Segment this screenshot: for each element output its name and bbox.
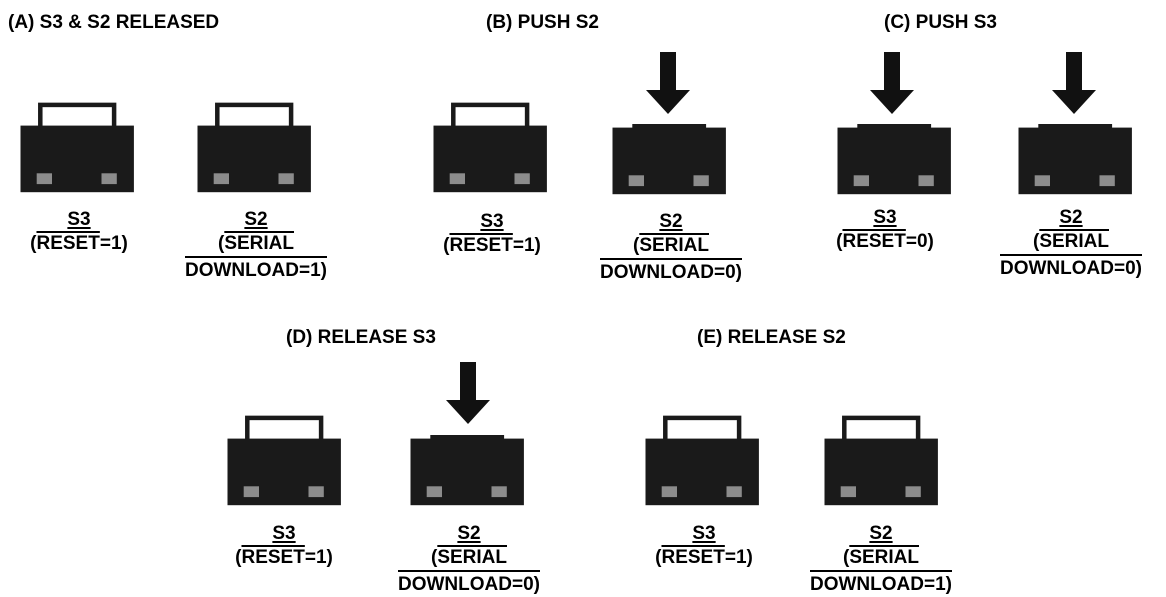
s2-switch-released bbox=[191, 104, 321, 194]
s3-label: S3 bbox=[692, 523, 716, 544]
serial-line: (SERIAL bbox=[842, 547, 919, 568]
pushbutton-released-icon bbox=[191, 104, 321, 194]
s2-switch-pressed bbox=[404, 417, 534, 507]
s2-label: S2 bbox=[244, 209, 268, 230]
pushbutton-pressed-icon bbox=[1018, 124, 1132, 195]
s2-caption: S2 (SERIAL DOWNLOAD=1) bbox=[161, 208, 351, 283]
s2-caption: S2 (SERIAL DOWNLOAD=1) bbox=[786, 522, 976, 597]
panel-e-title: (E) RELEASE S2 bbox=[697, 327, 846, 348]
serial-line: (SERIAL bbox=[1032, 231, 1109, 252]
pushbutton-released-icon bbox=[818, 417, 948, 507]
pushbutton-released-icon bbox=[427, 104, 557, 194]
download-state: DOWNLOAD=0) bbox=[374, 570, 564, 597]
s2-switch-released bbox=[818, 417, 948, 507]
reset-state: (RESET=1) bbox=[235, 547, 333, 568]
s3-label: S3 bbox=[272, 523, 296, 544]
s2-label: S2 bbox=[869, 523, 893, 544]
s2-caption: S2 (SERIAL DOWNLOAD=0) bbox=[976, 206, 1166, 281]
panel-c-title: (C) PUSH S3 bbox=[884, 12, 997, 33]
s3-label: S3 bbox=[873, 207, 897, 228]
download-state: DOWNLOAD=1) bbox=[161, 256, 351, 283]
s3-switch-pressed bbox=[831, 106, 961, 196]
panel-b-title: (B) PUSH S2 bbox=[486, 12, 599, 33]
s2-switch-pressed bbox=[1012, 106, 1142, 196]
serial-line: (SERIAL bbox=[632, 235, 709, 256]
s3-switch-released bbox=[14, 104, 144, 194]
pushbutton-released-icon bbox=[639, 417, 769, 507]
serial-line: (SERIAL bbox=[217, 233, 294, 254]
s3-label: S3 bbox=[67, 209, 91, 230]
reset-state: (RESET=1) bbox=[443, 235, 541, 256]
pushbutton-released-icon bbox=[14, 104, 144, 194]
download-state: DOWNLOAD=1) bbox=[786, 570, 976, 597]
reset-state: (RESET=1) bbox=[655, 547, 753, 568]
panel-d-title: (D) RELEASE S3 bbox=[286, 327, 436, 348]
s3-switch-released bbox=[221, 417, 351, 507]
s3-caption: S3 (RESET=1) bbox=[0, 208, 174, 256]
panel-a-title: (A) S3 & S2 RELEASED bbox=[8, 12, 220, 33]
s2-switch-pressed bbox=[606, 106, 736, 196]
s2-label: S2 bbox=[1059, 207, 1083, 228]
s2-caption: S2 (SERIAL DOWNLOAD=0) bbox=[374, 522, 564, 597]
download-state: DOWNLOAD=0) bbox=[976, 254, 1166, 281]
s2-label: S2 bbox=[659, 211, 683, 232]
s3-switch-released bbox=[639, 417, 769, 507]
s3-switch-released bbox=[427, 104, 557, 194]
reset-state: (RESET=0) bbox=[836, 231, 934, 252]
serial-line: (SERIAL bbox=[430, 547, 507, 568]
s3-caption: S3 (RESET=0) bbox=[790, 206, 980, 254]
s3-caption: S3 (RESET=1) bbox=[189, 522, 379, 570]
pushbutton-pressed-icon bbox=[837, 124, 951, 195]
download-state: DOWNLOAD=0) bbox=[576, 258, 766, 285]
s3-caption: S3 (RESET=1) bbox=[609, 522, 799, 570]
s2-caption: S2 (SERIAL DOWNLOAD=0) bbox=[576, 210, 766, 285]
s3-label: S3 bbox=[480, 211, 504, 232]
pushbutton-pressed-icon bbox=[612, 124, 726, 195]
s2-label: S2 bbox=[457, 523, 481, 544]
pushbutton-released-icon bbox=[221, 417, 351, 507]
s3-caption: S3 (RESET=1) bbox=[397, 210, 587, 258]
reset-state: (RESET=1) bbox=[30, 233, 128, 254]
pushbutton-pressed-icon bbox=[410, 435, 524, 506]
